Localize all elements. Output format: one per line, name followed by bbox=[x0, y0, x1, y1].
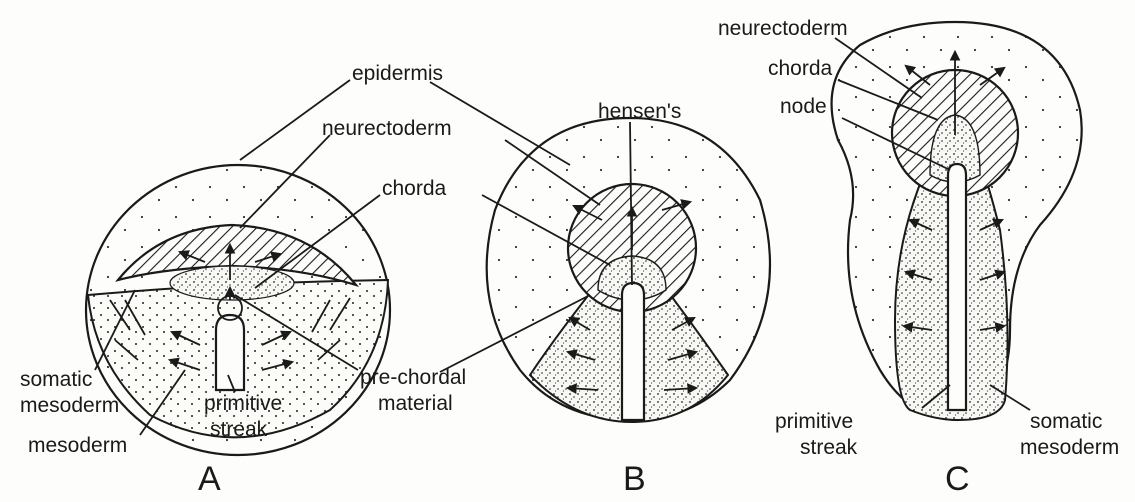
label-neurectoderm-a: neurectoderm bbox=[322, 117, 452, 140]
primitive-streak-b bbox=[622, 283, 644, 420]
label-chorda-a: chorda bbox=[382, 177, 447, 200]
label-primitive-c-1: primitive bbox=[775, 410, 853, 433]
label-prechordal-2: material bbox=[378, 392, 453, 415]
label-neurectoderm-c: neurectoderm bbox=[718, 17, 848, 40]
primitive-streak-c bbox=[948, 164, 966, 410]
label-mesoderm-a: mesoderm bbox=[28, 434, 127, 457]
label-node: node bbox=[780, 95, 827, 118]
panel-c bbox=[832, 22, 1082, 420]
panel-letter-a: A bbox=[198, 460, 221, 497]
chorda-region-a bbox=[170, 266, 294, 300]
label-prechordal-1: pre-chordal bbox=[360, 366, 466, 389]
label-primitive-c-2: streak bbox=[800, 436, 858, 459]
label-chorda-c: chorda bbox=[768, 57, 833, 80]
panel-b bbox=[487, 118, 770, 422]
label-somatic-a-1: somatic bbox=[20, 368, 92, 391]
label-somatic-c-1: somatic bbox=[1030, 410, 1102, 433]
label-hensens: hensen's bbox=[598, 100, 681, 123]
label-epidermis: epidermis bbox=[352, 62, 443, 85]
panel-letter-c: C bbox=[945, 460, 970, 497]
panel-letters: A B C bbox=[198, 460, 970, 497]
label-somatic-c-2: mesoderm bbox=[1020, 436, 1119, 459]
label-primitive-a-1: primitive bbox=[204, 392, 282, 415]
panel-letter-b: B bbox=[623, 460, 646, 497]
label-primitive-a-2: streak bbox=[210, 418, 268, 441]
label-somatic-a-2: mesoderm bbox=[20, 394, 119, 417]
